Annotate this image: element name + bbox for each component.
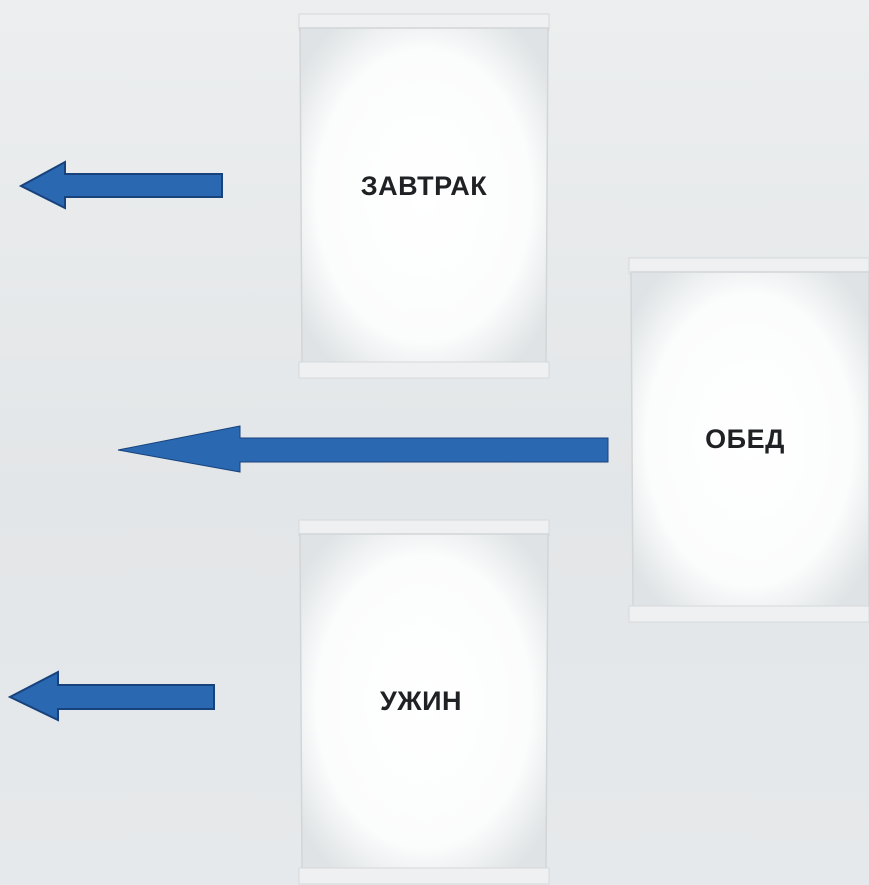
package-breakfast: ЗАВТРАК <box>296 12 552 380</box>
package-lunch: ОБЕД <box>627 256 869 626</box>
arrow-dinner <box>7 670 215 722</box>
arrow-lunch-shape <box>117 425 609 473</box>
package-lunch-label: ОБЕД <box>705 424 785 454</box>
package-lunch-shape <box>628 257 869 623</box>
package-dinner-shape <box>298 519 550 885</box>
arrow-breakfast-shape <box>18 160 223 210</box>
package-breakfast-label: ЗАВТРАК <box>360 171 488 201</box>
package-dinner: УЖИН <box>296 518 552 885</box>
arrow-breakfast <box>18 160 223 210</box>
package-dinner-label: УЖИН <box>379 686 463 716</box>
package-breakfast-shape <box>298 13 550 379</box>
arrow-lunch <box>117 425 609 473</box>
arrow-dinner-shape <box>7 670 215 722</box>
